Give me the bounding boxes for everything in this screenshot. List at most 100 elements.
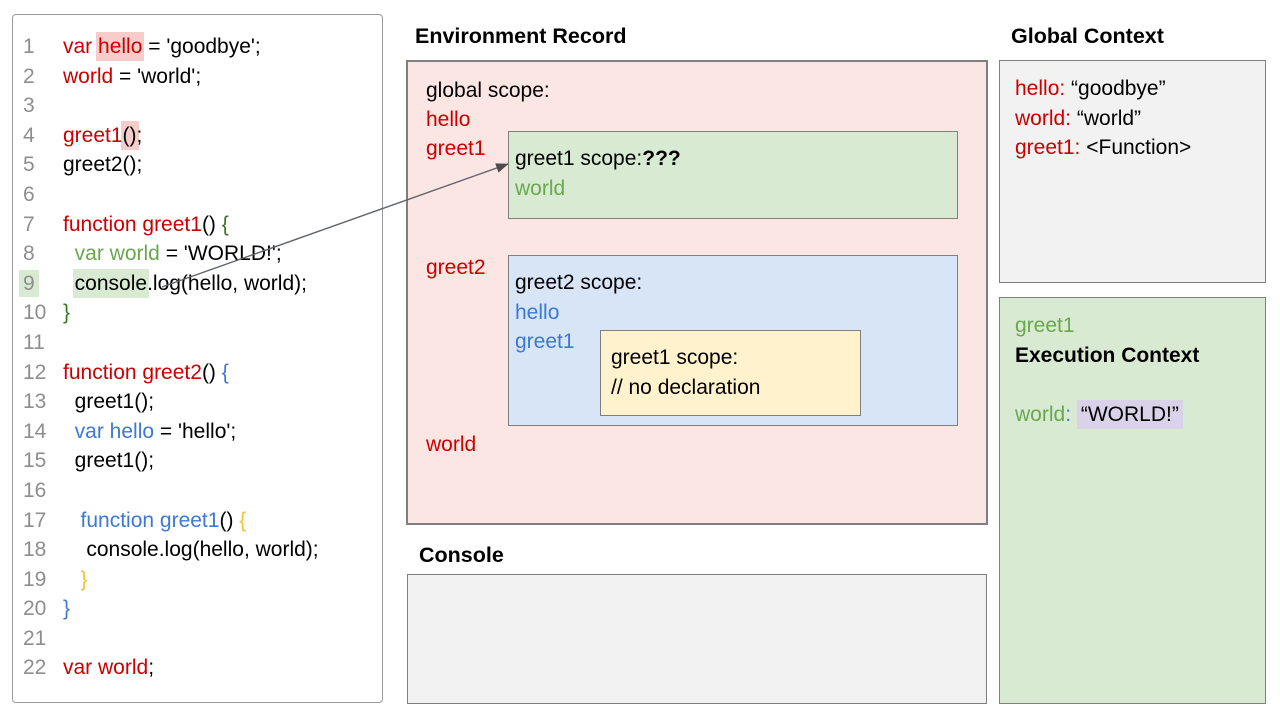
greet2-scope-var-hello: hello	[515, 300, 560, 324]
code-line: 7 function greet1() {	[13, 210, 382, 240]
line-number: 21	[23, 626, 47, 650]
code-line: 1 var hello = 'goodbye';	[13, 32, 382, 62]
entry-value: “goodbye”	[1065, 77, 1166, 100]
greet1-scope-label: greet1 scope:	[515, 147, 643, 170]
line-number: 20	[23, 597, 47, 621]
line-number: 17	[23, 508, 47, 532]
code-line: 9 console.log(hello, world);	[13, 268, 382, 299]
line-number: 13	[23, 390, 47, 414]
code-line: 15 greet1();	[13, 446, 382, 476]
global-ctx-entry-hello: hello: “goodbye”	[1015, 74, 1250, 104]
code-line: 14 var hello = 'hello';	[13, 417, 382, 447]
env-var-greet2: greet2	[426, 256, 486, 279]
code-panel: 1 var hello = 'goodbye'; 2 world = 'world';…	[12, 14, 383, 703]
greet2-scope-box: greet2 scope: hello greet1 greet1 scope:…	[508, 255, 958, 426]
line-number: 18	[23, 538, 47, 562]
code-line: 12 function greet2() {	[13, 358, 382, 388]
code-text: var world = 'WORLD!';	[74, 242, 282, 266]
greet1-scope-box: greet1 scope:??? world	[508, 131, 958, 219]
env-var-greet1: greet1	[426, 137, 486, 160]
code-lines: 1 var hello = 'goodbye'; 2 world = 'world';…	[13, 32, 382, 683]
code-line: 6	[13, 180, 382, 210]
code-line: 11	[13, 328, 382, 358]
global-ctx-entry-world: world: “world”	[1015, 104, 1250, 134]
code-line: 10}	[13, 298, 382, 328]
global-context-title: Global Context	[1011, 24, 1164, 48]
code-line: 20}	[13, 594, 382, 624]
line-number: 2	[23, 64, 35, 88]
exec-ctx-fn-name: greet1	[1015, 314, 1075, 337]
line-number: 10	[23, 301, 47, 325]
code-line: 19 }	[13, 565, 382, 595]
env-var-hello: hello	[426, 108, 471, 131]
code-text: greet2();	[63, 153, 143, 177]
greet1-scope-unknown: ???	[642, 147, 681, 170]
greet2-scope-var-greet1: greet1	[515, 330, 575, 354]
inner-greet1-scope-box: greet1 scope: // no declaration	[600, 330, 861, 416]
entry-label: greet1:	[1015, 136, 1081, 160]
code-text: greet1();	[63, 390, 155, 414]
code-text: function greet1() {	[63, 212, 229, 236]
line-number: 5	[23, 153, 35, 177]
inner-greet1-scope-label: greet1 scope:	[611, 346, 739, 369]
line-number: 9	[13, 269, 63, 299]
exec-ctx-title: Execution Context	[1015, 343, 1200, 367]
global-scope-box: global scope: hello greet1 greet2 world …	[406, 60, 988, 525]
code-text: var hello = 'hello';	[74, 419, 237, 443]
code-line: 13 greet1();	[13, 387, 382, 417]
greet2-scope-label: greet2 scope:	[515, 271, 643, 294]
code-line: 8 var world = 'WORLD!';	[13, 239, 382, 269]
code-line: 5 greet2();	[13, 150, 382, 180]
exec-var-name: world	[1015, 402, 1066, 426]
code-text: greet1();	[63, 120, 142, 151]
code-line: 4 greet1();	[13, 120, 382, 151]
code-line: 18 console.log(hello, world);	[13, 535, 382, 565]
code-text: }	[63, 301, 71, 325]
entry-value: <Function>	[1080, 136, 1192, 160]
line-number: 3	[23, 94, 35, 118]
code-text: var hello = 'goodbye';	[63, 32, 261, 62]
console-output-box	[407, 574, 987, 704]
line-number: 4	[23, 123, 35, 147]
greet1-scope-var-world: world	[515, 176, 566, 200]
greet1-scope-label-row: greet1 scope:???	[515, 144, 951, 174]
global-scope-label: global scope:	[426, 79, 550, 102]
code-text: function greet2() {	[63, 360, 229, 384]
global-context-box: hello: “goodbye” world: “world” greet1: …	[999, 60, 1266, 283]
line-number: 19	[23, 567, 47, 591]
entry-label: world:	[1015, 106, 1072, 130]
global-ctx-entry-greet1: greet1: <Function>	[1015, 133, 1250, 163]
line-number: 1	[23, 35, 35, 58]
environment-record-title: Environment Record	[415, 24, 627, 48]
code-text: }	[80, 567, 88, 591]
exec-ctx-var-world: world: “WORLD!”	[1015, 399, 1250, 430]
line-number: 8	[23, 242, 35, 266]
env-var-world: world	[426, 433, 477, 456]
code-line: 22 var world;	[13, 653, 382, 683]
code-line: 2 world = 'world';	[13, 62, 382, 92]
exec-var-colon: :	[1065, 402, 1077, 426]
code-text: function greet1() {	[80, 508, 247, 532]
code-line: 3	[13, 91, 382, 121]
code-text: console.log(hello, world);	[63, 268, 307, 299]
code-line: 21	[13, 624, 382, 654]
code-text: }	[63, 597, 71, 621]
line-number: 11	[23, 330, 45, 354]
code-line: 16	[13, 476, 382, 506]
greet1-execution-context-box: greet1 Execution Context world: “WORLD!”	[999, 297, 1266, 704]
entry-label: hello:	[1015, 77, 1066, 100]
entry-value: “world”	[1071, 106, 1142, 130]
line-number: 16	[23, 478, 47, 502]
console-title: Console	[419, 543, 504, 567]
exec-var-value: “WORLD!”	[1076, 399, 1183, 429]
line-number: 6	[23, 182, 35, 206]
line-number: 7	[23, 212, 35, 236]
line-number: 22	[23, 656, 47, 680]
code-text: greet1();	[63, 449, 155, 473]
code-text: world = 'world';	[63, 64, 202, 88]
line-number: 12	[23, 360, 47, 384]
line-number: 15	[23, 449, 47, 473]
inner-greet1-scope-comment: // no declaration	[611, 375, 761, 399]
code-text: var world;	[63, 656, 155, 680]
code-text: console.log(hello, world);	[63, 538, 319, 562]
